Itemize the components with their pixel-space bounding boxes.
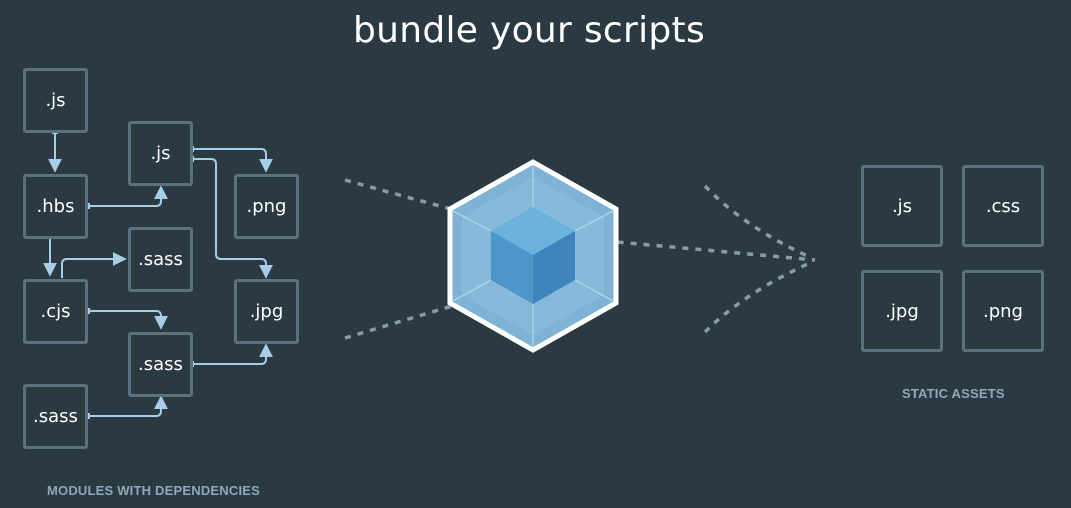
asset-css: .css [962, 165, 1044, 247]
webpack-cube-icon [447, 159, 619, 353]
module-jpg: .jpg [234, 279, 299, 344]
asset-png: .png [962, 270, 1044, 352]
arrow-js-to-png [193, 148, 273, 173]
module-cjs: .cjs [23, 279, 88, 344]
module-sass-1: .sass [128, 227, 193, 292]
module-label: .js [150, 143, 171, 164]
module-label: .hbs [36, 196, 75, 217]
arrow-hbs-to-js [89, 185, 168, 207]
modules-caption: MODULES WITH DEPENDENCIES [47, 483, 261, 498]
arrow-js-to-jpg [193, 158, 273, 279]
asset-label: .png [983, 300, 1023, 322]
module-label: .js [45, 90, 66, 111]
page-title: bundle your scripts [352, 10, 706, 51]
module-label: .jpg [249, 301, 284, 322]
arrow-to-sass-1 [61, 252, 127, 278]
arrow-sass-3-to-sass-2 [89, 395, 168, 417]
module-label: .sass [33, 406, 78, 427]
module-sass-2: .sass [128, 332, 193, 397]
asset-label: .jpg [885, 300, 919, 322]
arrow-cjs-to-sass-2 [89, 310, 168, 330]
flow-dots [344, 178, 816, 340]
module-label: .png [246, 196, 287, 217]
module-sass-3: .sass [23, 384, 88, 449]
module-label: .cjs [40, 301, 71, 322]
module-hbs: .hbs [23, 174, 88, 239]
asset-label: .js [891, 195, 913, 217]
module-js-2: .js [128, 121, 193, 186]
arrow-sass-2-to-jpg [193, 343, 273, 365]
asset-jpg: .jpg [861, 270, 943, 352]
module-label: .sass [138, 354, 183, 375]
module-label: .sass [138, 249, 183, 270]
module-png: .png [234, 174, 299, 239]
assets-caption: STATIC ASSETS [902, 386, 1005, 401]
module-js-1: .js [23, 68, 88, 133]
asset-js: .js [861, 165, 943, 247]
asset-label: .css [985, 195, 1021, 217]
